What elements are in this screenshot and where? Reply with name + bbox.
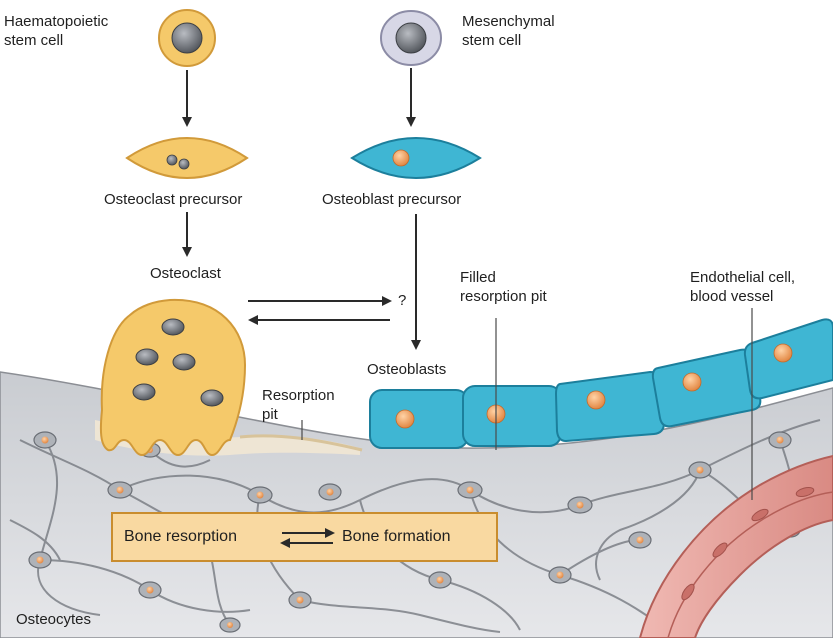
osteoblast-cell <box>369 389 469 449</box>
osteocyte <box>107 481 133 499</box>
osteocyte <box>628 531 652 549</box>
osteocyte <box>688 461 712 479</box>
balance-bone-resorption: Bone resorption <box>124 528 237 545</box>
resorption-pit-lining <box>239 434 363 452</box>
balance-box <box>111 512 498 562</box>
osteoblast-lining <box>369 318 833 449</box>
osteocyte <box>247 486 273 504</box>
osteocyte <box>457 481 483 499</box>
label-resorption-pit: Resorption pit <box>262 387 335 423</box>
label-endothelial-cell: Endothelial cell, blood vessel <box>690 269 796 305</box>
mesenchymal-stem-cell <box>380 10 442 66</box>
label-osteoblast-precursor: Osteoblast precursor <box>322 191 462 208</box>
osteoblast-cell <box>554 370 666 443</box>
label-filled-resorption-pit: Filled resorption pit <box>460 269 547 305</box>
osteocyte <box>428 571 452 589</box>
osteoblast-cell <box>462 385 562 447</box>
haematopoietic-stem-cell <box>158 9 216 67</box>
osteocyte <box>219 617 241 633</box>
blood-vessel <box>638 454 833 638</box>
osteocyte <box>768 431 792 449</box>
osteocyte <box>288 591 312 609</box>
osteocytes <box>28 431 801 633</box>
osteocyte <box>318 483 342 501</box>
osteocyte <box>33 431 57 449</box>
label-osteoclast: Osteoclast <box>150 265 221 282</box>
osteocyte <box>567 496 593 514</box>
osteocyte <box>28 551 52 569</box>
label-osteoblasts: Osteoblasts <box>367 361 447 378</box>
balance-bone-formation: Bone formation <box>342 528 451 545</box>
osteoclast-cell <box>99 298 247 457</box>
label-osteoclast-precursor: Osteoclast precursor <box>104 191 243 208</box>
label-osteocytes: Osteocytes <box>16 611 92 628</box>
osteocyte <box>138 581 162 599</box>
osteocyte <box>548 566 572 584</box>
label-mesenchymal-stem-cell: Mesenchymal stem cell <box>462 13 555 49</box>
osteoclast-precursor-cell <box>125 137 249 179</box>
label-haematopoietic-stem-cell: Haematopoietic stem cell <box>4 13 109 49</box>
label-question-mark: ? <box>398 292 407 309</box>
osteoblast-precursor-cell <box>350 137 482 179</box>
osteoblast-cell <box>743 318 833 400</box>
